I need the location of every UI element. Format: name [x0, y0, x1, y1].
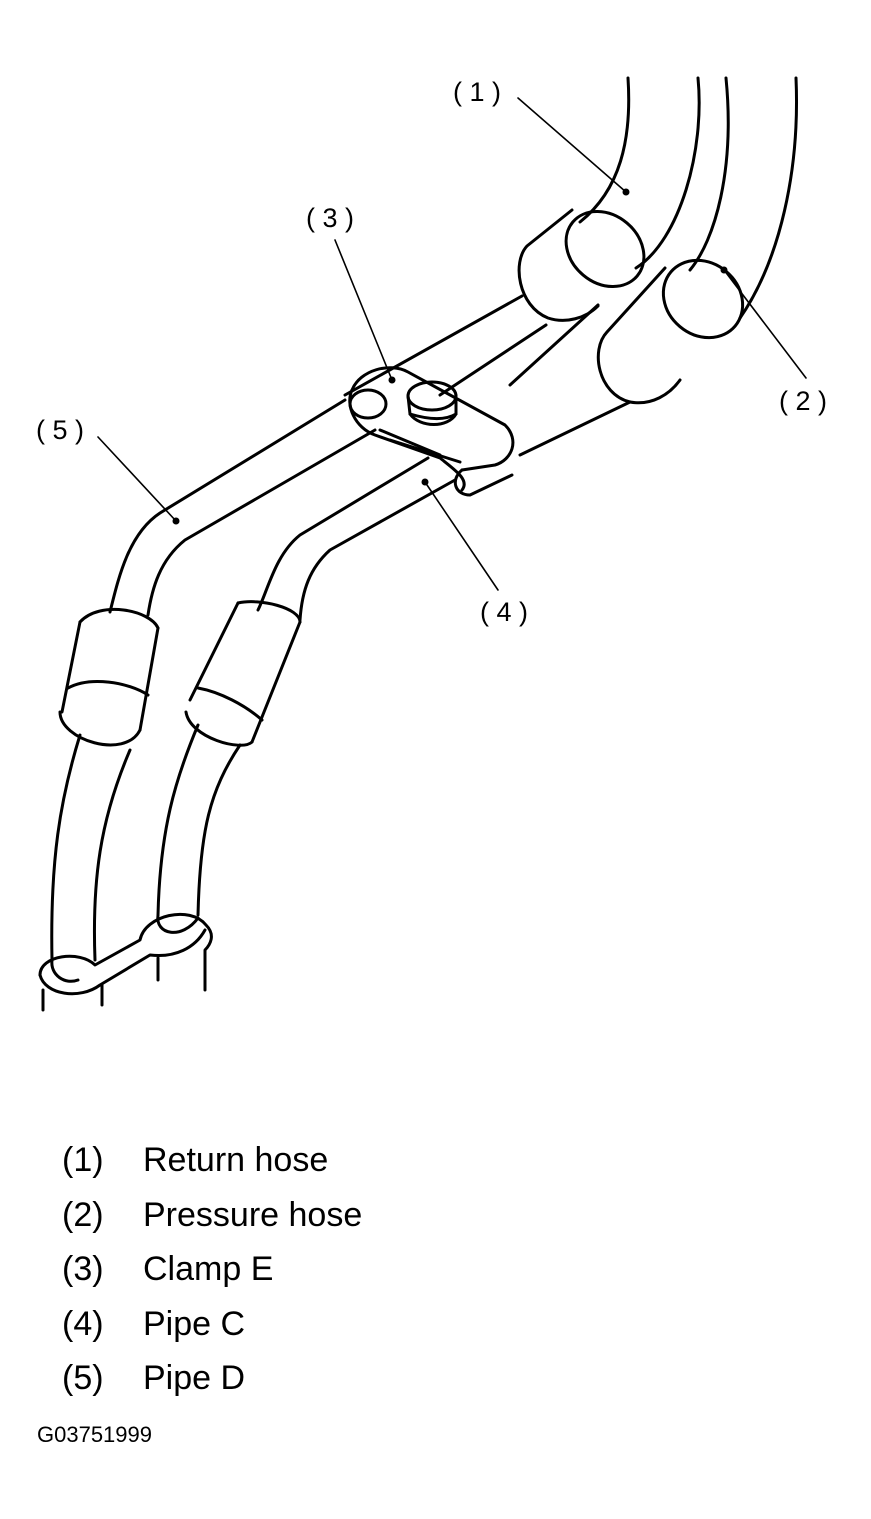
hose-fittings: [517, 208, 682, 405]
legend-number: (3): [62, 1250, 104, 1288]
legend-number: (1): [62, 1141, 104, 1179]
callout-5: ( 5 ): [36, 415, 84, 445]
legend-number: (5): [62, 1359, 104, 1397]
bottom-bracket: [38, 912, 213, 1012]
pressure-hose: [661, 76, 798, 340]
legend-number: (2): [62, 1196, 104, 1234]
legend-label: Clamp E: [143, 1250, 274, 1288]
callout-2: ( 2 ): [779, 386, 827, 416]
bolt: [406, 380, 458, 426]
callout-3: ( 3 ): [306, 203, 354, 233]
legend-number: (4): [62, 1305, 104, 1343]
legend-label: Pipe D: [143, 1359, 246, 1397]
legend-label: Pressure hose: [143, 1196, 363, 1234]
legend-label: Pipe C: [143, 1305, 246, 1343]
legend-label: Return hose: [143, 1141, 329, 1179]
callout-4: ( 4 ): [480, 597, 528, 627]
pipe-c: [156, 303, 632, 917]
leader-lines: [97, 97, 807, 591]
leader-dots: [172, 188, 728, 525]
hose-routing-diagram: ( 1 ) ( 2 ) ( 3 ) ( 4 ) ( 5 ): [36, 76, 827, 1012]
return-hose: [564, 76, 701, 289]
figure-id: G03751999: [37, 1422, 152, 1447]
pipe-d: [50, 294, 548, 962]
callout-1: ( 1 ): [453, 77, 501, 107]
